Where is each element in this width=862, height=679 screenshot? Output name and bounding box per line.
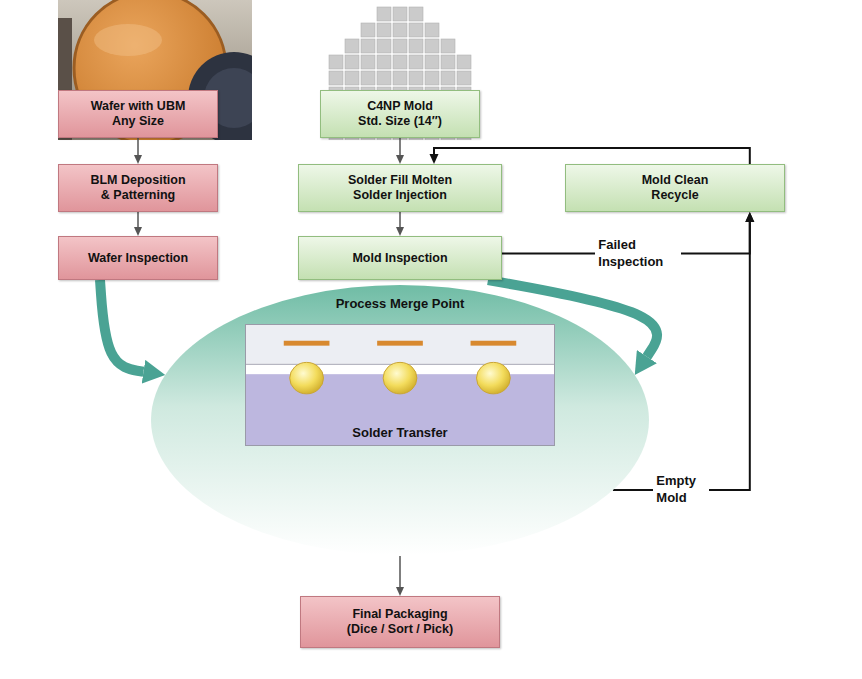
process-box: C4NP Mold Std. Size (14″) <box>320 90 480 138</box>
box-label: Mold Inspection <box>352 251 447 266</box>
merge-ellipse: Process Merge PointSolder Transfer <box>150 284 650 556</box>
box-label: Wafer Inspection <box>88 251 188 266</box>
flow-arrow <box>137 212 139 227</box>
flow-arrow <box>399 138 401 155</box>
edge-label: Empty Mold <box>653 473 709 507</box>
mold-image <box>320 0 480 140</box>
merge-ellipse-shape <box>151 285 649 555</box>
wafer-shine <box>94 24 162 56</box>
process-box: Wafer with UBM Any Size <box>58 90 218 138</box>
process-box: Final Packaging (Dice / Sort / Pick) <box>300 596 500 648</box>
mold-ground <box>320 0 480 140</box>
process-box: Solder Fill Molten Solder Injection <box>298 164 502 212</box>
solder-transfer-picture <box>246 325 554 445</box>
process-box: BLM Deposition & Patterning <box>58 164 218 212</box>
box-label: Solder Fill Molten Solder Injection <box>338 173 463 203</box>
box-label: C4NP Mold Std. Size (14″) <box>356 99 444 129</box>
box-label: BLM Deposition & Patterning <box>88 173 189 203</box>
box-label: Process Merge Point <box>336 296 465 311</box>
solder-transfer-panel: Solder Transfer <box>245 324 555 446</box>
flow-arrow <box>399 556 401 587</box>
box-label: Final Packaging (Dice / Sort / Pick) <box>343 607 458 637</box>
process-box: Wafer Inspection <box>58 236 218 280</box>
process-box: Mold Clean Recycle <box>565 164 785 212</box>
flow-arrow <box>137 138 139 155</box>
flow-arrow <box>399 212 401 227</box>
box-label: Wafer with UBM Any Size <box>84 99 192 129</box>
process-box: Mold Inspection <box>298 236 502 280</box>
merge-arrow <box>100 280 143 372</box>
wafer-photo <box>58 0 252 140</box>
box-label: Solder Transfer <box>352 425 447 440</box>
flow-arrow <box>434 148 750 164</box>
edge-label: Failed Inspection <box>595 237 681 271</box>
box-label: Mold Clean Recycle <box>628 173 723 203</box>
